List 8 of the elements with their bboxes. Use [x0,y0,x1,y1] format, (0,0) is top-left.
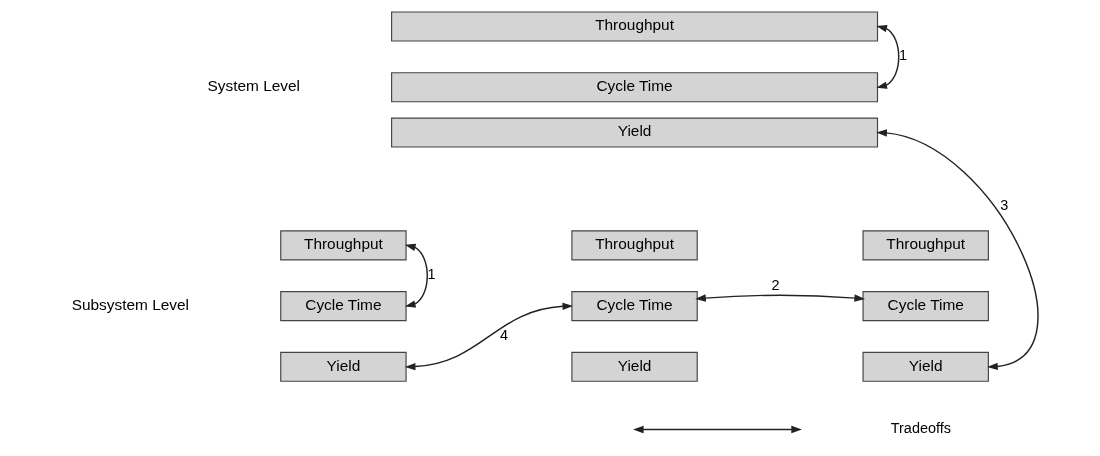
edge-label: 3 [999,196,1008,213]
edge-label: 1 [427,266,436,283]
label: Subsystem Level [71,295,189,313]
legend-label: Tradeoffs [890,419,951,436]
label: System Level [207,76,300,94]
edge-label: 2 [770,277,780,294]
edge-label: 1 [898,47,907,64]
edge-label: 4 [499,326,508,343]
